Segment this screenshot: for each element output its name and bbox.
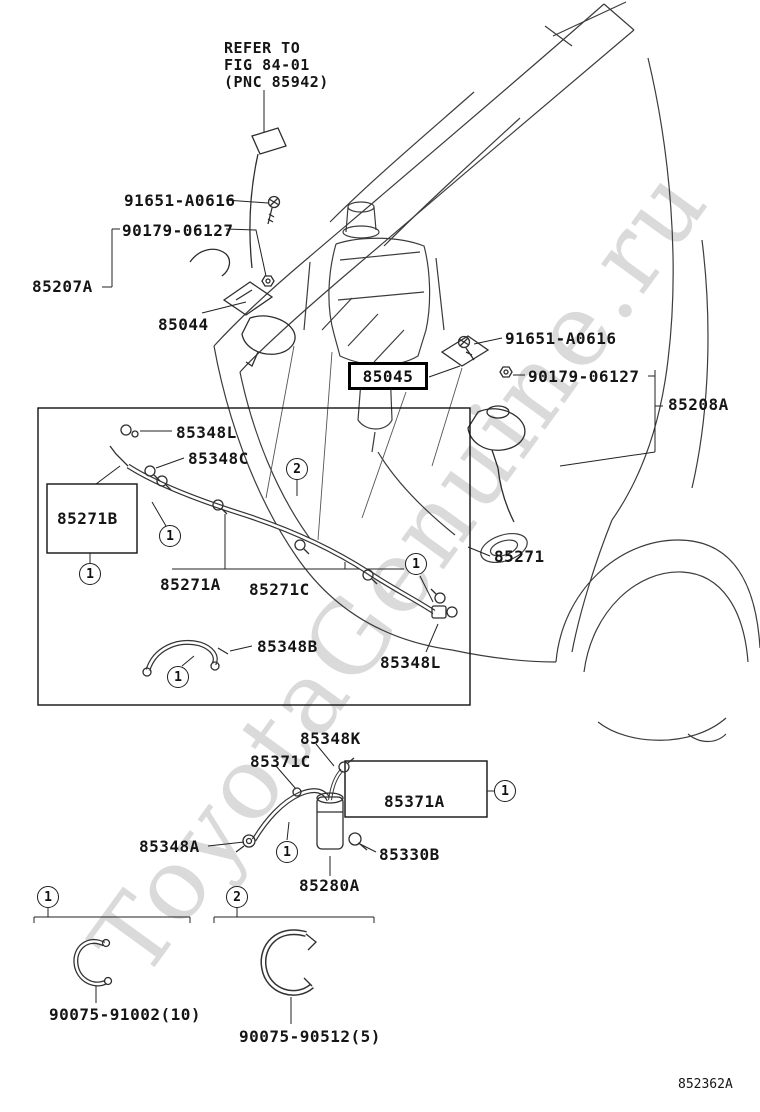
refer-note-line3: (PNC 85942) (224, 73, 329, 91)
clip-icon-85348a (235, 834, 256, 853)
actuator-right (467, 405, 526, 523)
part-label-85208a: 85208A (668, 395, 729, 414)
part-label-91651-top: 91651-A0616 (124, 191, 236, 210)
part-label-85348l-top: 85348L (176, 423, 237, 442)
car-outline (213, 1, 760, 743)
washer-reservoir (303, 201, 456, 536)
part-label-90179-top: 90179-06127 (122, 221, 234, 240)
part-label-85330b: 85330B (379, 845, 440, 864)
part-label-85207a: 85207A (32, 277, 93, 296)
part-label-85371a: 85371A (384, 792, 445, 811)
diagram-code: 852362A (678, 1077, 733, 1092)
hose-end-fitting-right (431, 605, 447, 619)
group-boxes (37, 407, 488, 818)
clip-icon-85348k (338, 757, 355, 773)
part-label-90075-91002: 90075-91002(10) (49, 1005, 201, 1024)
callout-2-legend: 2 (226, 886, 248, 908)
nut-icon-top (261, 275, 275, 287)
connector-part (251, 127, 287, 155)
front-hose-assembly (109, 424, 458, 677)
part-label-85348b: 85348B (257, 637, 318, 656)
rear-hose-assembly (235, 757, 368, 853)
callout-1-b: 1 (79, 563, 101, 585)
clip-icon-85348l-top (120, 424, 132, 436)
joint-icon-85348b (210, 661, 220, 671)
callout-1-d: 1 (167, 666, 189, 688)
refer-note-line2: FIG 84-01 (224, 56, 310, 74)
nozzle-85044 (222, 281, 274, 316)
nozzle-parts (189, 127, 526, 523)
part-label-85348c: 85348C (188, 449, 249, 468)
hose-85271a (142, 640, 229, 677)
part-label-85280a: 85280A (299, 876, 360, 895)
bolt-icon-right (457, 335, 475, 361)
hose-end-fitting-left (109, 445, 129, 467)
clip-icon-85348c (144, 465, 161, 482)
nozzle-85045 (440, 335, 490, 367)
bracket-part-85207a (189, 248, 231, 277)
hose-clip-icons (156, 475, 378, 585)
callout-2-hose: 2 (286, 458, 308, 480)
callout-1-e: 1 (494, 780, 516, 802)
part-label-85271c: 85271C (249, 580, 310, 599)
callout-1-f: 1 (276, 841, 298, 863)
part-label-85348a: 85348A (139, 837, 200, 856)
bolt-icon-top (267, 195, 281, 225)
construction-lines (265, 345, 463, 541)
callout-1-a: 1 (159, 525, 181, 547)
part-label-85348l-bottom: 85348L (380, 653, 441, 672)
part-label-90179-right: 90179-06127 (528, 367, 640, 386)
joint-icon-85280a (316, 792, 344, 850)
sample-clip-small (73, 938, 113, 987)
nut-icon-right (499, 366, 513, 378)
part-label-90075-90512: 90075-90512(5) (239, 1027, 381, 1046)
callout-1-c: 1 (405, 553, 427, 575)
callout-1-legend: 1 (37, 886, 59, 908)
front-hose-box (37, 407, 471, 706)
clip-icon-85371c (292, 787, 302, 797)
part-label-85045-highlight: 85045 (348, 362, 428, 390)
clamp-icon-85330b (348, 832, 368, 851)
part-label-85371c: 85371C (250, 752, 311, 771)
part-label-85348k: 85348K (300, 729, 361, 748)
part-label-85271a: 85271A (160, 575, 221, 594)
sample-clip-large (260, 929, 317, 996)
refer-note-line1: REFER TO (224, 39, 301, 57)
part-label-85271b: 85271B (57, 509, 118, 528)
clip-icon-85348l-bottom (430, 588, 446, 604)
part-label-85271: 85271 (494, 547, 545, 566)
hose-371a-box (344, 760, 488, 818)
part-label-91651-right: 91651-A0616 (505, 329, 617, 348)
part-label-85044: 85044 (158, 315, 209, 334)
hose-b-box (46, 483, 138, 554)
